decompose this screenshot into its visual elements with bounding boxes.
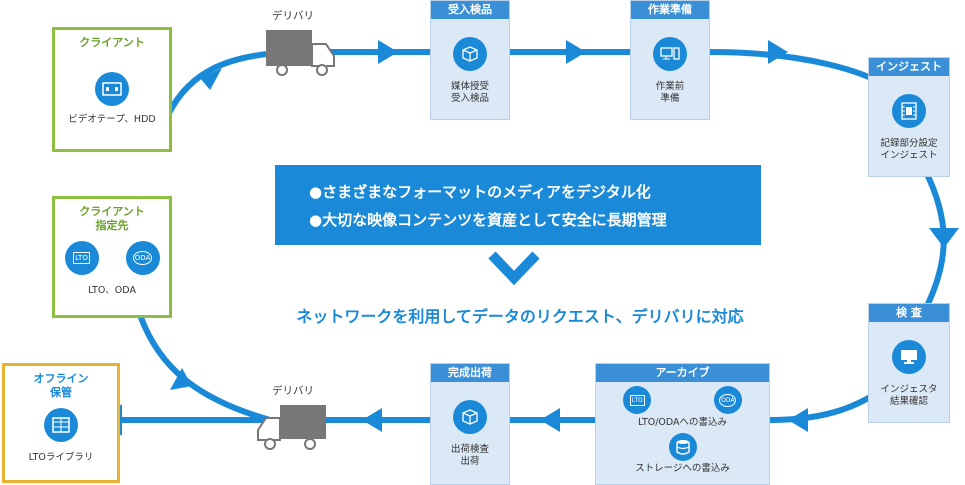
stage-receiving-title: 受入検品 <box>431 1 509 19</box>
client-destination-box: クライアント 指定先 LTO ODA LTO、ODA <box>52 196 172 318</box>
offline-storage-box: オフライン 保管 LTOライブラリ <box>2 363 120 483</box>
stage-shipping: 完成出荷 出荷検査 出荷 <box>430 363 510 485</box>
oda-icon: ODA <box>125 241 160 275</box>
banner-line-2: ●大切な映像コンテンツを資産として安全に長期管理 <box>309 211 667 229</box>
arrow-head <box>788 408 808 432</box>
arrow-head <box>768 40 788 64</box>
client-box: クライアント ビデオテープ、HDD <box>52 27 172 152</box>
stage-preparation-text: 作業前 準備 <box>655 81 685 104</box>
arrow-head <box>362 408 382 432</box>
stage-ingest: インジェスト 記録部分設定 インジェスト <box>868 57 950 177</box>
client-destination-text: LTO、ODA <box>88 285 136 296</box>
delivery-label: デリバリ <box>272 385 314 397</box>
arrow-head <box>378 40 398 64</box>
videotape-icon <box>95 72 129 106</box>
stage-shipping-text: 出荷検査 出荷 <box>450 444 489 467</box>
lto-icon: LTO <box>64 241 99 275</box>
arrow-head <box>540 408 560 432</box>
box-icon <box>453 37 487 71</box>
arrow-head <box>170 368 192 390</box>
stage-receiving: 受入検品 媒体授受 受入検品 <box>430 0 510 120</box>
stage-archive-title: アーカイブ <box>596 364 769 382</box>
delivery-truck-icon <box>266 30 335 76</box>
stage-inspection: 検 査 インジェスタ 結果確認 <box>868 303 950 423</box>
stage-archive: アーカイブ LTO ODA LTO/ODAへの書込み ストレージへの書込み <box>595 363 770 485</box>
stage-ingest-text: 記録部分設定 インジェスト <box>880 138 938 161</box>
down-arrow-icon <box>488 251 540 286</box>
arrow-head <box>566 40 586 64</box>
stage-preparation-title: 作業準備 <box>631 1 709 19</box>
stage-ingest-title: インジェスト <box>869 58 949 76</box>
library-icon <box>44 408 78 442</box>
client-destination-title: クライアント 指定先 <box>79 205 145 232</box>
stage-receiving-text: 媒体授受 受入検品 <box>450 81 489 104</box>
delivery-label: デリバリ <box>272 10 314 22</box>
stage-shipping-title: 完成出荷 <box>431 364 509 382</box>
delivery-truck-icon <box>257 405 326 450</box>
lto-icon: LTO <box>623 386 652 414</box>
oda-icon: ODA <box>713 386 742 414</box>
feature-banner: ●さまざまなフォーマットのメディアをデジタル化 ●大切な映像コンテンツを資産とし… <box>275 165 761 245</box>
stage-archive-text1: LTO/ODAへの書込み <box>637 417 728 428</box>
offline-text: LTOライブラリ <box>28 452 94 463</box>
arrow-head <box>200 68 222 90</box>
database-icon <box>668 433 697 461</box>
stage-archive-text2: ストレージへの書込み <box>635 463 730 474</box>
offline-title: オフライン 保管 <box>33 372 89 399</box>
computer-icon <box>653 37 687 71</box>
stage-inspection-title: 検 査 <box>869 304 949 322</box>
client-text: ビデオテープ、HDD <box>68 114 156 125</box>
arrow-head <box>929 228 959 248</box>
monitor-icon <box>892 340 926 374</box>
box-icon <box>453 400 487 434</box>
headline: ネットワークを利用してデータのリクエスト、デリバリに対応 <box>296 307 744 326</box>
flow-line-left <box>137 313 271 423</box>
client-title: クライアント <box>79 36 145 49</box>
banner-line-1: ●さまざまなフォーマットのメディアをデジタル化 <box>309 183 651 201</box>
stage-preparation: 作業準備 作業前 準備 <box>630 0 710 120</box>
film-icon <box>892 94 926 128</box>
stage-inspection-text: インジェスタ 結果確認 <box>880 384 938 407</box>
